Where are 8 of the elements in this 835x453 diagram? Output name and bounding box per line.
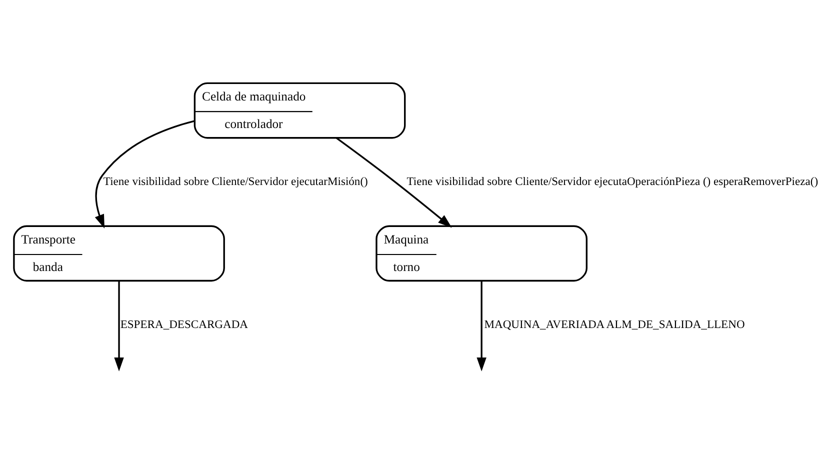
- arrow: [114, 280, 124, 372]
- arrow: [336, 137, 452, 228]
- edge-label: Tiene visibilidad sobre Cliente/Servidor ejecutaOperaciónPieza () esperaRemoverPieza(): [406, 176, 818, 188]
- arrow: [476, 280, 486, 372]
- arrow: [94, 120, 194, 228]
- edge-label: Tiene visibilidad sobre Cliente/Servidor ejecutarMisión(): [102, 176, 368, 188]
- edge-label: MAQUINA_AVERIADA ALM_DE_SALIDA_LLENO: [484, 318, 744, 331]
- edge-label: ESPERA_DESCARGADA: [120, 318, 248, 331]
